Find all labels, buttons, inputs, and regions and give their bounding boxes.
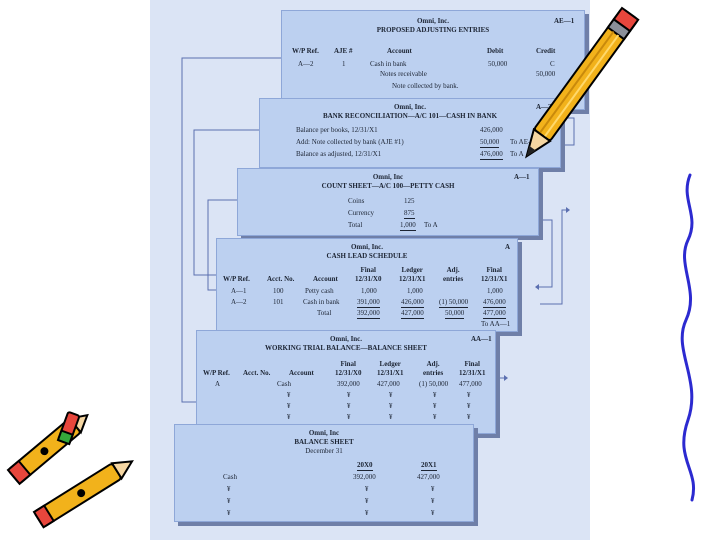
crayon-icon: [0, 0, 720, 540]
